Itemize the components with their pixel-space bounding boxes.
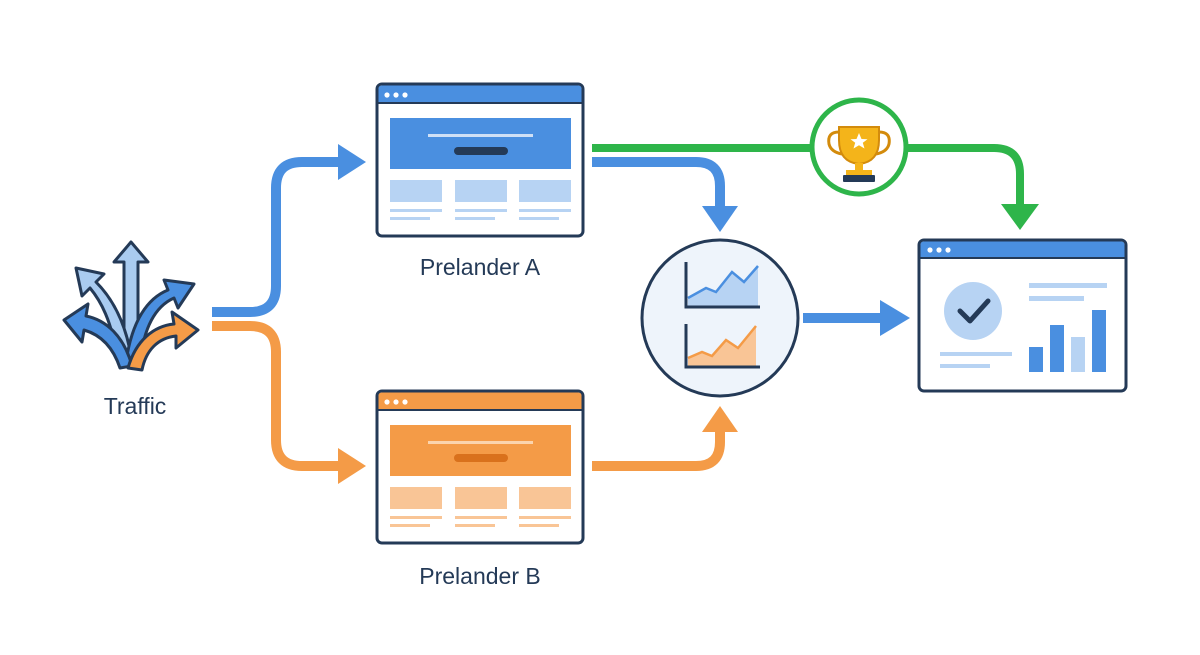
prelander-a-window	[375, 82, 585, 238]
prelander-b-to-comparison-arrow	[592, 406, 738, 471]
traffic-icon	[62, 240, 200, 372]
checkmark-icon	[944, 282, 1002, 340]
prelander-b-label: Prelander B	[419, 563, 541, 589]
traffic-to-prelander-a-arrow	[212, 144, 366, 317]
prelander-a-label: Prelander A	[419, 254, 541, 280]
traffic-label: Traffic	[103, 393, 167, 419]
trophy-badge	[809, 97, 909, 197]
bar-chart-icon	[1029, 310, 1106, 372]
comparison-to-result-arrow	[803, 300, 910, 336]
prelander-b-window	[375, 389, 585, 545]
traffic-to-prelander-b-arrow	[212, 321, 366, 484]
trophy-icon	[827, 126, 891, 182]
prelander-a-to-comparison-arrow	[592, 157, 738, 232]
comparison-charts-icon	[640, 238, 800, 398]
winner-path-arrow	[592, 144, 1039, 230]
result-dashboard-window	[917, 238, 1128, 393]
